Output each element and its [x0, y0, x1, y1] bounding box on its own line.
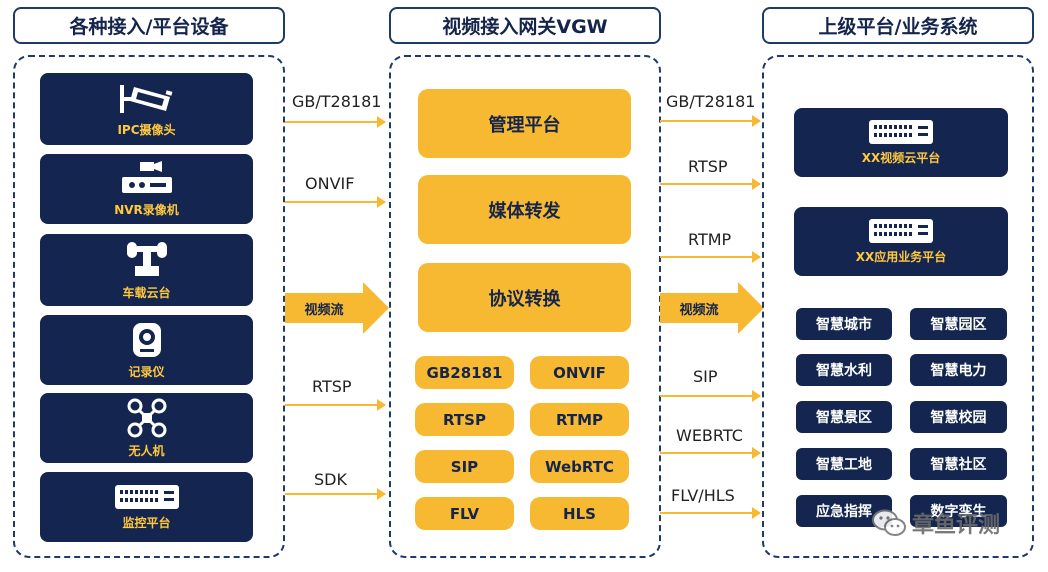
- link-label-sip-up: SIP: [693, 367, 718, 386]
- protocol-hls: HLS: [530, 497, 629, 530]
- module-management: 管理平台: [418, 89, 631, 158]
- device-label: 监控平台: [122, 515, 171, 530]
- stream-label: 视频流: [285, 293, 363, 323]
- app-smart-scenic: 智慧景区: [796, 401, 892, 433]
- device-label: 车载云台: [122, 285, 171, 300]
- app-digital-twin: 数字孪生: [910, 495, 1007, 527]
- protocol-webrtc: WebRTC: [530, 450, 629, 483]
- arrow-left-rtsp: [285, 399, 386, 411]
- device-label: NVR录像机: [114, 202, 179, 217]
- app-smart-community: 智慧社区: [910, 448, 1007, 480]
- link-label-webrtc-up: WEBRTC: [676, 426, 743, 445]
- app-smart-power: 智慧电力: [910, 354, 1007, 386]
- link-label-flvhls-up: FLV/HLS: [671, 486, 735, 505]
- big-arrow-left-stream: 视频流: [285, 282, 389, 334]
- protocol-rtmp: RTMP: [530, 403, 629, 436]
- arrow-right-sip: [660, 390, 761, 402]
- device-label: 无人机: [128, 443, 165, 458]
- arrow-right-flvhls: [660, 507, 761, 519]
- device-drone: 无人机: [40, 393, 253, 463]
- link-label-rtsp-up: RTSP: [688, 157, 728, 176]
- big-arrow-right-stream: 视频流: [660, 282, 764, 334]
- device-monitor-platform: 监控平台: [40, 472, 253, 542]
- link-label-rtmp-up: RTMP: [688, 230, 732, 249]
- platform-label: XX视频云平台: [861, 151, 941, 165]
- link-label-gb: GB/T28181: [292, 92, 382, 111]
- device-body-recorder: 记录仪: [40, 315, 253, 385]
- recorder-icon: [121, 160, 172, 193]
- protocol-onvif: ONVIF: [530, 356, 629, 389]
- platform-label: XX应用业务平台: [855, 250, 947, 264]
- device-vehicle-ptz: 车载云台: [40, 234, 253, 306]
- stream-label: 视频流: [660, 293, 738, 323]
- left-column-title: 各种接入/平台设备: [13, 7, 285, 44]
- protocol-rtsp: RTSP: [415, 403, 514, 436]
- arrow-left-sdk: [285, 488, 386, 500]
- ptz-icon: [126, 241, 167, 276]
- left-device-group: [13, 55, 285, 558]
- wechat-icon: [872, 509, 906, 536]
- app-smart-site: 智慧工地: [796, 448, 892, 480]
- app-smart-park: 智慧园区: [910, 308, 1007, 340]
- upper-platform-group: [762, 55, 1034, 558]
- right-column-title: 上级平台/业务系统: [762, 7, 1034, 44]
- arrow-head: [363, 282, 389, 334]
- watermark: 章鱼评测: [872, 507, 1000, 539]
- protocol-sip: SIP: [415, 450, 514, 483]
- link-label-rtsp: RTSP: [312, 377, 352, 396]
- link-label-sdk: SDK: [314, 470, 347, 489]
- arrow-left-gb: [285, 116, 386, 128]
- app-smart-campus: 智慧校园: [910, 401, 1007, 433]
- rack-icon: [114, 484, 179, 509]
- device-label: 记录仪: [128, 364, 165, 379]
- link-label-gb-up: GB/T28181: [666, 92, 756, 111]
- device-ipc-camera: IPC摄像头: [40, 73, 253, 145]
- arrow-right-rtmp: [660, 251, 761, 263]
- module-media-forward: 媒体转发: [418, 175, 631, 244]
- bodycam-icon: [132, 322, 161, 357]
- app-smart-city: 智慧城市: [796, 308, 892, 340]
- arrow-right-webrtc: [660, 447, 761, 459]
- device-label: IPC摄像头: [117, 122, 176, 137]
- device-nvr-recorder: NVR录像机: [40, 154, 253, 224]
- protocol-gb28181: GB28181: [415, 356, 514, 389]
- link-label-onvif: ONVIF: [305, 174, 355, 193]
- platform-business-app: XX应用业务平台: [794, 207, 1008, 276]
- drone-icon: [127, 398, 166, 437]
- arrow-right-rtsp: [660, 178, 761, 190]
- arrow-left-onvif: [285, 196, 386, 208]
- watermark-text: 章鱼评测: [912, 513, 1001, 538]
- rack-icon: [869, 120, 933, 144]
- app-smart-water: 智慧水利: [796, 354, 892, 386]
- protocol-flv: FLV: [415, 497, 514, 530]
- arrow-right-gb: [660, 115, 761, 127]
- center-column-title: 视频接入网关VGW: [389, 7, 661, 44]
- camera-icon: [119, 84, 172, 113]
- rack-icon: [869, 219, 933, 243]
- platform-video-cloud: XX视频云平台: [794, 108, 1008, 177]
- arrow-head: [738, 282, 764, 334]
- module-protocol-convert: 协议转换: [418, 263, 631, 332]
